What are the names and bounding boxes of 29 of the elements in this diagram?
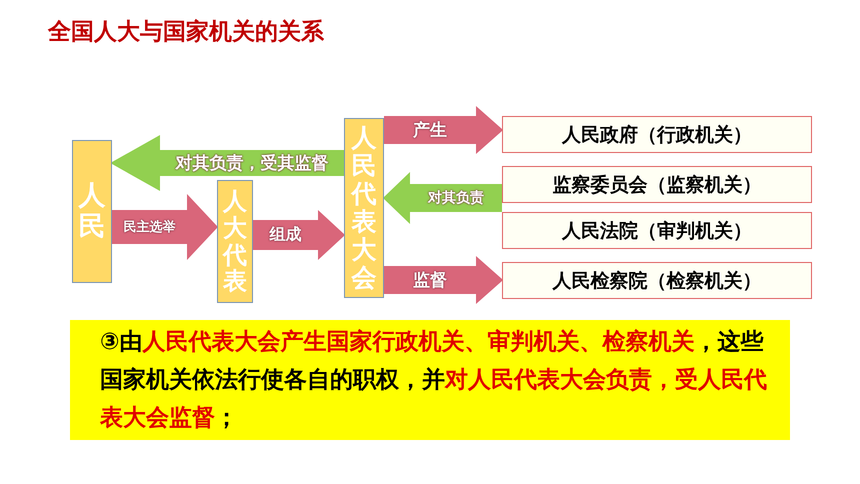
organ-box [502, 212, 812, 249]
block-arrow [110, 135, 344, 191]
edge-label: 组成 [270, 224, 302, 246]
block-arrow [253, 210, 346, 260]
note-text: ③由人民代表大会产生国家行政机关、审判机关、检察机关，这些国家机关依法行使各自的职权，并对人民代表大会负责，受人民代表大会监督； [100, 328, 768, 433]
edge-label: 产生 [413, 120, 447, 142]
box-label: 人大代表 [223, 188, 247, 296]
box-label: 人民 [78, 181, 106, 242]
box-label: 监察委员会（监察机关） [552, 172, 762, 198]
box-label: 人民政府（行政机关） [562, 122, 752, 148]
box-label: 人民检察院（检察机关） [552, 268, 762, 294]
organ-box [502, 116, 812, 153]
title: 全国人大与国家机关的关系 [48, 18, 324, 47]
block-arrow [384, 106, 504, 154]
edge-label: 对其负责 [428, 189, 484, 207]
edge-label: 民主选举 [124, 218, 176, 236]
block-arrow [384, 256, 504, 304]
vertical-label-box [217, 180, 253, 303]
box-label: 人民代表大会 [352, 124, 376, 292]
vertical-label-box [344, 118, 384, 298]
edge-label: 对其负责，受其监督 [176, 152, 328, 174]
vertical-label-box [72, 140, 112, 283]
edge-label: 监督 [413, 270, 447, 292]
organ-box [502, 166, 812, 203]
block-arrow [382, 172, 502, 224]
block-arrow [112, 194, 218, 260]
organ-box [502, 262, 812, 299]
box-label: 人民法院（审判机关） [562, 218, 752, 244]
note-box [70, 320, 790, 440]
